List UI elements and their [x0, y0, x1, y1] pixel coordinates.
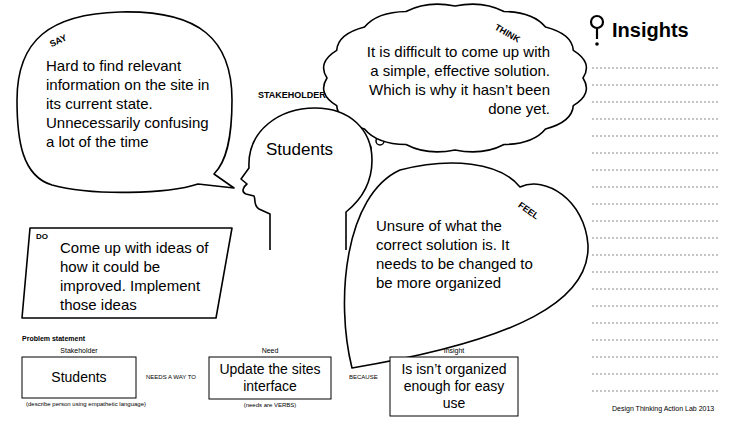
field-note: (describe person using empathetic langua…: [18, 401, 154, 408]
lightbulb-icon: [591, 16, 603, 46]
field-heading: Insight: [390, 347, 518, 355]
lightbulb-dot: [595, 42, 599, 46]
insight-box: Insight Is isn’t organized enough for eas…: [386, 344, 522, 420]
feel-heart: FEELUnsure of what the correct solution …: [330, 150, 592, 372]
stakeholder-box: StakeholderStudents (describe person usin…: [15, 344, 157, 414]
field-heading: Stakeholder: [22, 347, 136, 355]
field-value: Students: [27, 369, 131, 386]
feel-text: Unsure of what the correct solution is. …: [376, 216, 548, 292]
think-text: It is difficult to come up with a simple…: [360, 42, 550, 118]
lightbulb-head: [591, 16, 603, 28]
stakeholder-name: Students: [266, 140, 333, 160]
credit-note: Design Thinking Action Lab 2013: [612, 405, 714, 413]
field-note: (needs are VERBS): [209, 402, 331, 409]
field-value: Is isn’t organized enough for easy use: [395, 361, 513, 412]
field-value: Update the sites interface: [214, 361, 326, 395]
insight-lines: [592, 68, 718, 391]
lightbulb-stem: [596, 28, 598, 39]
section-heading: Problem statement: [22, 335, 85, 343]
section-label: DO: [36, 232, 48, 242]
connector-word: NEEDS A WAY TO: [146, 374, 196, 381]
say-text: Hard to find relevant information on the…: [46, 56, 214, 151]
connector-word: BECAUSE: [349, 374, 378, 381]
need-box: NeedUpdate the sites interface (needs are…: [205, 344, 335, 414]
do-box: DO Come up with ideas of how it could be …: [18, 222, 236, 322]
do-text: Come up with ideas of how it could be im…: [60, 238, 218, 314]
panel-title: Insights: [612, 18, 689, 42]
stakeholder-heading: STAKEHOLDER: [258, 90, 326, 101]
say-bubble: SAYHard to find relevant information on …: [12, 6, 244, 202]
field-heading: Need: [209, 347, 331, 355]
